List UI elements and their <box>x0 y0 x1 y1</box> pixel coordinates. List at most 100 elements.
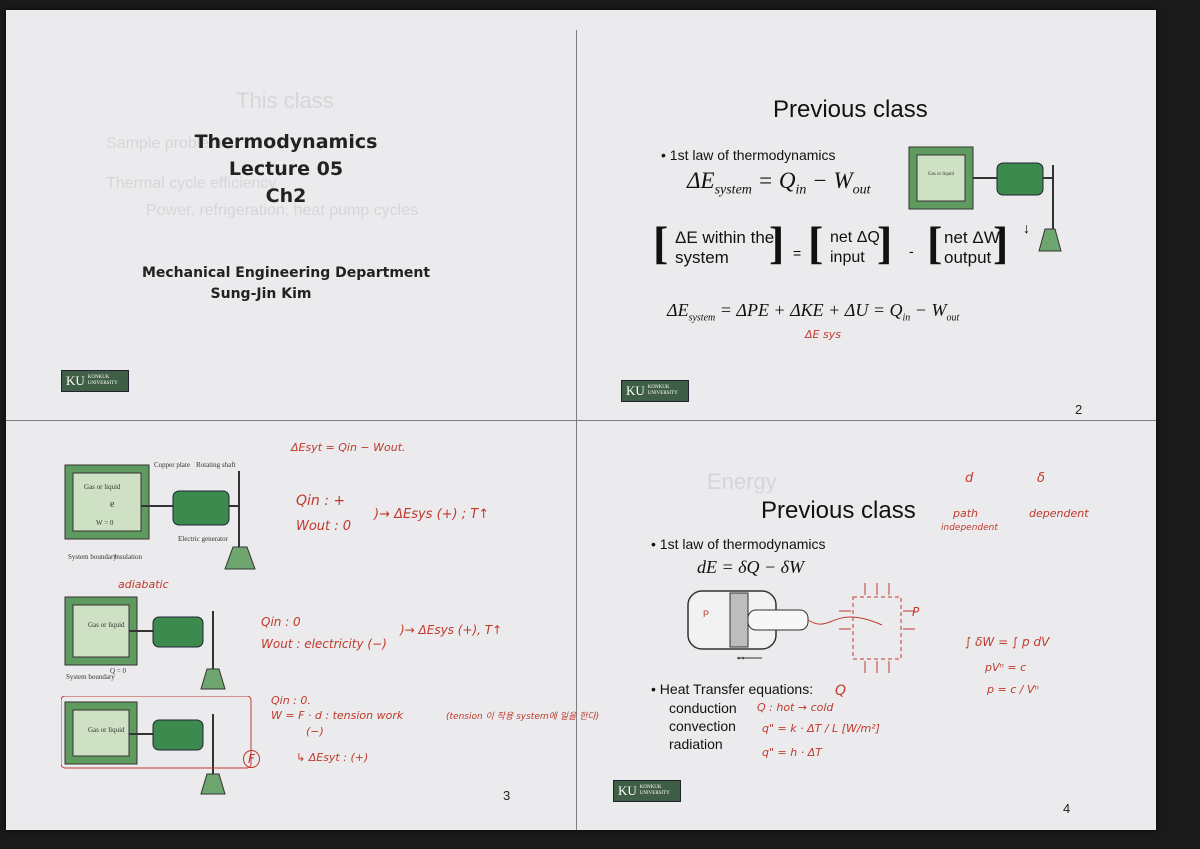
logo-text: KU <box>66 373 85 388</box>
diagram-heat-addition <box>64 464 256 570</box>
bracket-right-3: ] <box>993 217 1009 268</box>
slide-2: Previous class • 1st law of thermodynami… <box>577 10 1156 420</box>
electron-label: e <box>110 499 115 510</box>
hand-d-symbol: d <box>965 471 974 486</box>
logo-text: KU <box>626 383 645 398</box>
eq2-sub-system: system <box>688 312 716 324</box>
box-net-w: net ΔW output <box>944 228 1000 267</box>
gas-liquid-label-2: Gas or liquid <box>88 621 125 629</box>
horizontal-divider <box>6 420 1156 421</box>
system-boundary-label-1: System boundary <box>68 553 117 561</box>
box-delta-e: ΔE within the system <box>675 228 775 267</box>
hand-tension-work: W = F · d : tension work <box>271 709 404 722</box>
logo-subtext: KONKUK UNIVERSITY <box>87 375 118 386</box>
equals-sign: = <box>793 245 802 261</box>
slide-4: Energy Previous class • 1st law of therm… <box>577 421 1156 830</box>
gas-label: Gas or liquid <box>928 172 955 177</box>
slide-title: Previous class <box>773 96 928 123</box>
ghost-title: This class <box>236 88 334 113</box>
hand-underbrace-note: ΔE sys <box>805 328 841 341</box>
eq-q: = Q <box>757 168 796 193</box>
bullet-text: 1st law of thermodynamics <box>669 147 836 163</box>
bullet-heat-transfer: • Heat Transfer equations: <box>651 681 814 697</box>
bracket-left-1: [ <box>653 217 669 268</box>
hand-force-circle: F <box>243 750 260 768</box>
bracket-right-2: ] <box>877 217 893 268</box>
lecture-chapter: Ch2 <box>265 185 307 207</box>
hand-energy-balance: ΔEsyt = Qin − Wout. <box>291 441 406 454</box>
conduction-label: conduction <box>669 700 737 716</box>
eq-sub-in: in <box>795 182 807 198</box>
hand-negative: (−) <box>306 725 324 738</box>
lecture-number: Lecture 05 <box>228 158 344 180</box>
hand-adiabatic: adiabatic <box>118 578 169 591</box>
hand-q-symbol: Q <box>835 683 847 699</box>
page-number: 3 <box>503 788 511 803</box>
eq2-rhs: = ΔPE + ΔKE + ΔU = Q <box>719 300 903 320</box>
down-arrow-icon: ↓ <box>1023 220 1030 236</box>
bullet-first-law: • 1st law of thermodynamics <box>661 147 836 163</box>
department-name: Mechanical Engineering Department <box>141 265 431 281</box>
eq-w: W <box>833 168 853 193</box>
slide-1: This class Sample problems Thermal cycle… <box>6 10 576 420</box>
expanded-energy-equation: ΔEsystem = ΔPE + ΔKE + ΔU = Qin − Wout <box>667 300 959 324</box>
hand-delta-symbol: δ <box>1037 471 1045 486</box>
hand-delta-e-positive: ↳ ΔEsyt : (+) <box>296 751 369 764</box>
hand-result-b: )→ ΔEsys (+), T↑ <box>400 623 503 637</box>
box-net-q: net ΔQ input <box>830 229 880 266</box>
hand-pressure-relation: p = c / Vⁿ <box>987 683 1039 696</box>
hand-p-label: P <box>912 605 920 619</box>
eq-sub-system: system <box>714 182 752 198</box>
gas-liquid-label-3: Gas or liquid <box>88 726 125 734</box>
differential-energy-equation: dE = δQ − δW <box>697 557 805 577</box>
diagram-adiabatic-electric <box>64 596 226 690</box>
hand-tension-note: (tension 이 작용 system에 일을 한다) <box>446 712 600 722</box>
page-number: 4 <box>1063 801 1071 816</box>
bullet-text: 1st law of thermodynamics <box>659 536 826 552</box>
eq2-sub-out: out <box>946 312 960 324</box>
hand-wout-zero: Wout : 0 <box>296 519 352 534</box>
bracket-left-3: [ <box>927 217 943 268</box>
eq2-sub-in: in <box>902 312 911 324</box>
hand-conduction-note: Q : hot → cold <box>757 701 834 714</box>
convection-label: convection <box>669 718 736 734</box>
hand-qin-zero: Qin : 0 <box>261 615 301 629</box>
printed-sheet: This class Sample problems Thermal cycle… <box>6 10 1156 830</box>
bracket-left-2: [ <box>808 217 824 268</box>
logo-subtext: KONKUK UNIVERSITY <box>647 385 678 396</box>
q-zero-label: Q = 0 <box>110 667 127 675</box>
diagram-tension-work <box>61 696 252 795</box>
energy-balance-equation: ΔEsystem = Qin − Wout <box>687 168 871 199</box>
page-number: 2 <box>1075 402 1083 417</box>
rotating-shaft-label: Rotating shaft <box>196 461 236 469</box>
apparatus-diagram: Gas or liquid <box>908 146 1062 252</box>
hand-wout-electricity: Wout : electricity (−) <box>261 637 387 651</box>
ghost-line-3: Power, refrigeration, heat pump cycles <box>146 202 419 219</box>
work-zero-label: W = 0 <box>96 519 114 527</box>
pressure-element-sketch <box>839 583 915 673</box>
ghost-line-1: Sample problems <box>106 135 231 152</box>
eq-delta-e: ΔE <box>687 168 715 193</box>
slide-title: Previous class <box>761 497 916 524</box>
eq2-w: − W <box>910 300 947 320</box>
vertical-divider <box>576 30 577 830</box>
slide-3: ΔEsyt = Qin − Wout. Copper plate Rotatin… <box>6 421 599 830</box>
hand-qin-zero-c: Qin : 0. <box>271 694 311 707</box>
hand-polytropic: pVⁿ = c <box>985 661 1027 674</box>
hand-dependent: dependent <box>1029 507 1089 520</box>
hand-result-a: )→ ΔEsys (+) ; T↑ <box>374 507 490 522</box>
hand-convection-note: q" = k · ΔT / L [W/m²] <box>762 722 880 735</box>
bracket-right-1: ] <box>769 217 785 268</box>
copper-plate-label: Copper plate <box>154 461 190 469</box>
hand-path: path <box>953 507 979 520</box>
system-boundary-label-2: System boundary <box>66 673 115 681</box>
minus-sign: - <box>909 243 914 259</box>
gas-liquid-label-1: Gas or liquid <box>84 483 121 491</box>
hand-radiation-note: q" = h · ΔT <box>762 746 822 759</box>
electric-generator-label: Electric generator <box>178 535 228 543</box>
ghost-line-2: Thermal cycle efficiency <box>106 175 277 192</box>
hand-independent: independent <box>941 523 998 533</box>
piston-pressure-label: P <box>703 609 710 619</box>
